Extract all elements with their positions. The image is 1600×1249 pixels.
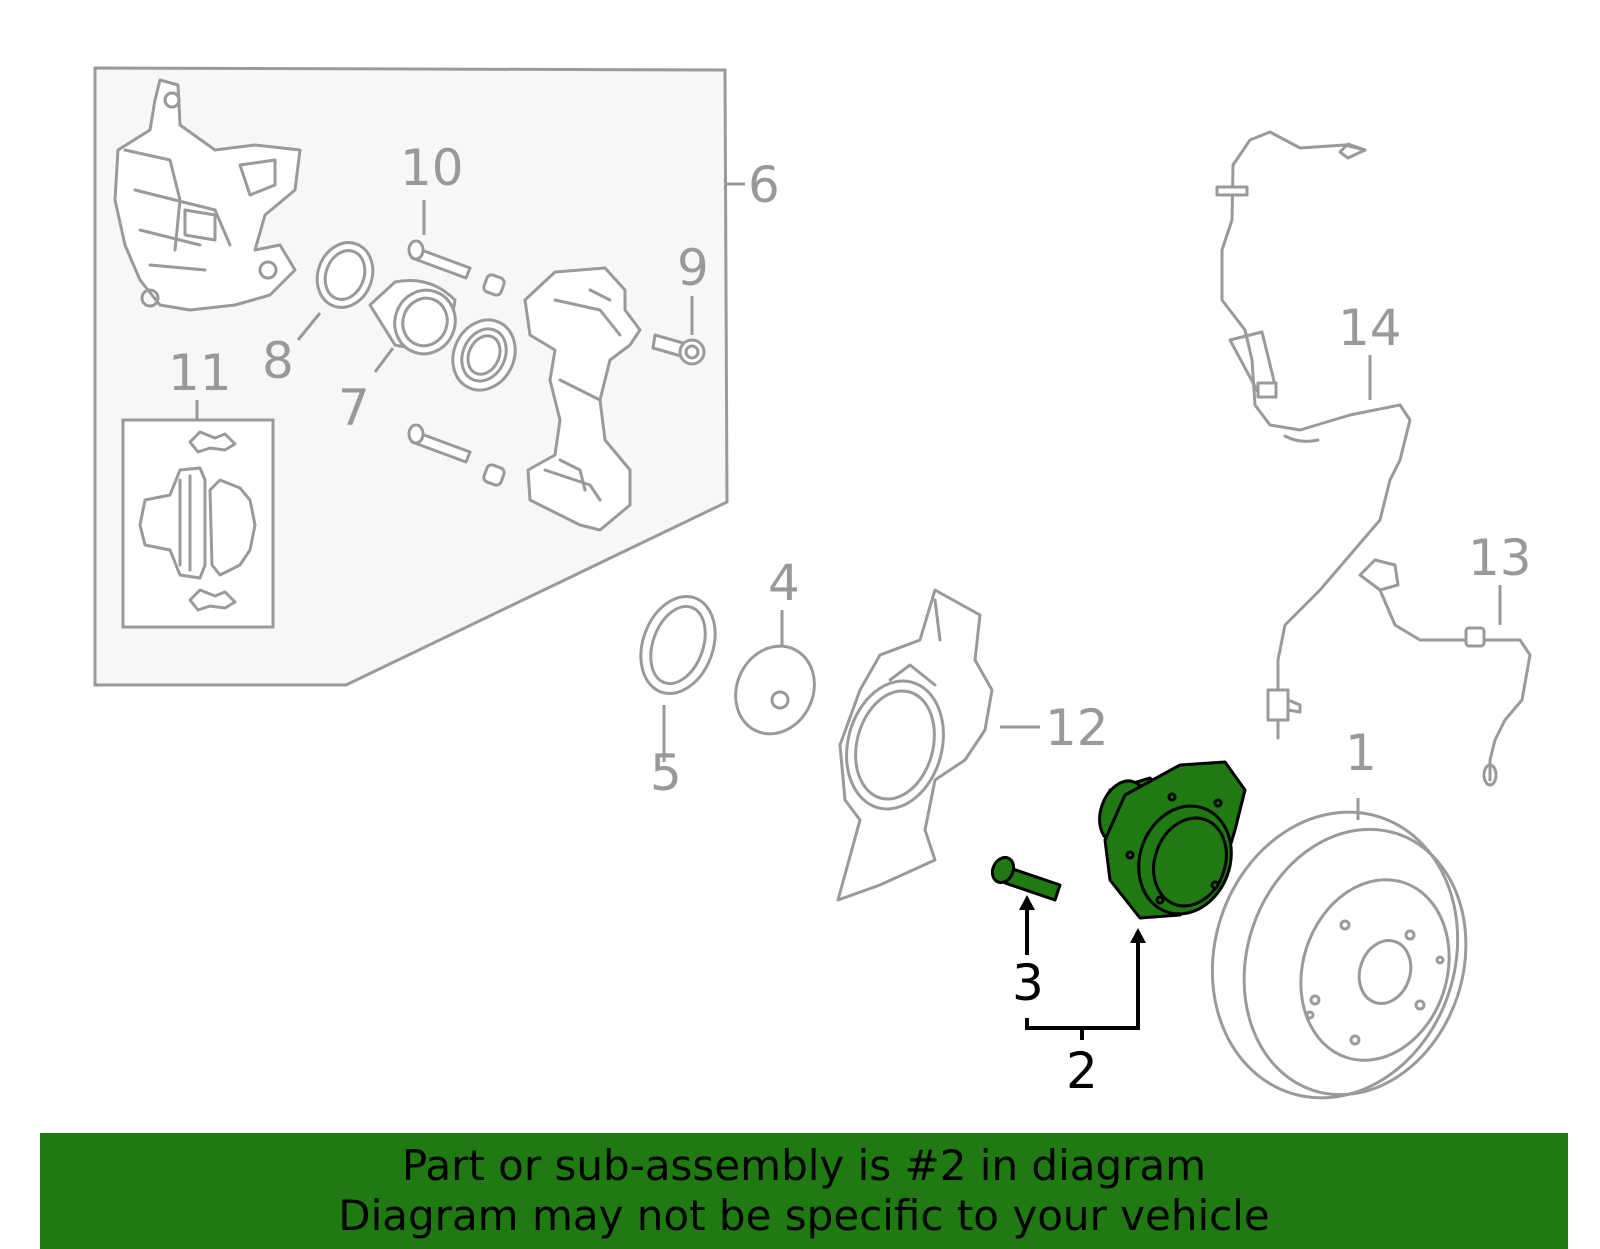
guide-pin-upper [407, 239, 506, 297]
wheel-bearing-seal [639, 595, 717, 695]
brake-pad-kit [121, 418, 275, 629]
banner-line-1: Part or sub-assembly is #2 in diagram [401, 1141, 1207, 1190]
callout-11: 11 [168, 344, 232, 402]
dust-cap [734, 644, 816, 736]
splash-shield [836, 588, 994, 902]
callout-8: 8 [262, 332, 294, 390]
wheel-stud-highlighted [990, 855, 1062, 902]
callout-14: 14 [1338, 299, 1402, 357]
caliper-bracket [523, 266, 642, 532]
callout-13: 13 [1468, 529, 1532, 587]
caliper-bolt [651, 333, 706, 366]
callout-6: 6 [748, 156, 780, 214]
info-banner: Part or sub-assembly is #2 in diagram Di… [40, 1133, 1568, 1249]
piston-seal-ring [315, 241, 375, 309]
callout-10: 10 [400, 139, 464, 197]
callout-2: 2 [1066, 1042, 1098, 1100]
banner-line-2: Diagram may not be specific to your vehi… [338, 1191, 1270, 1240]
callout-12: 12 [1045, 699, 1109, 757]
leader-lines-highlighted [1019, 895, 1146, 1040]
brake-hose [1358, 558, 1532, 787]
caliper-piston [368, 278, 457, 356]
callout-7: 7 [338, 379, 370, 437]
callout-4: 4 [768, 554, 800, 612]
callout-9: 9 [677, 239, 709, 297]
brake-rotor [1210, 810, 1468, 1100]
callout-1: 1 [1345, 724, 1377, 782]
callout-3: 3 [1012, 954, 1044, 1012]
leader-lines [195, 200, 1502, 820]
guide-pin-lower [407, 423, 506, 487]
abs-sensor-harness [1215, 130, 1412, 740]
callout-5: 5 [650, 744, 682, 802]
caliper-housing [113, 78, 302, 312]
wheel-hub-highlighted [1098, 760, 1247, 920]
dust-boot-ring [451, 318, 517, 392]
